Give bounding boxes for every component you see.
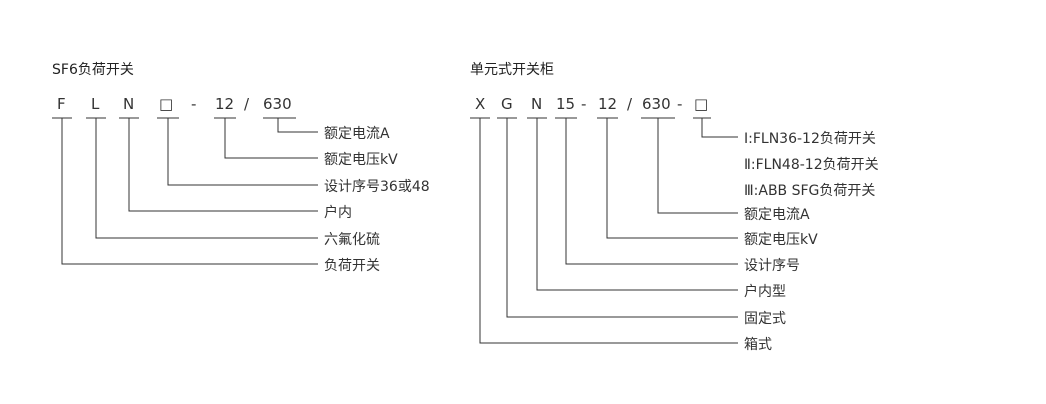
left-code-slash: / — [244, 95, 250, 113]
left-code-f: F — [57, 95, 66, 113]
left-code-12: 12 — [215, 95, 235, 113]
right-code-630: 630 — [642, 95, 671, 113]
right-label-switch-type-2: Ⅱ:FLN48-12负荷开关 — [744, 157, 879, 173]
leader-left-sf6 — [95, 118, 318, 239]
leader-left-design — [167, 118, 318, 186]
leader-right-indoor — [536, 118, 738, 291]
leader-left-loadswitch — [61, 118, 318, 265]
left-label-design-no: 设计序号36或48 — [324, 179, 430, 195]
right-code-type-box: □ — [694, 95, 709, 113]
leader-right-current — [657, 118, 738, 214]
left-label-load-switch: 负荷开关 — [324, 258, 380, 274]
right-label-design-no: 设计序号 — [744, 258, 800, 274]
left-code-630: 630 — [263, 95, 292, 113]
right-label-rated-voltage: 额定电压kV — [744, 232, 818, 248]
left-label-sf6: 六氟化硫 — [324, 232, 380, 248]
right-label-box-type: 箱式 — [744, 337, 772, 353]
left-label-indoor: 户内 — [324, 205, 352, 221]
right-label-switch-type-1: Ⅰ:FLN36-12负荷开关 — [744, 131, 876, 147]
right-code-n: N — [531, 95, 543, 113]
left-code-l: L — [91, 95, 100, 113]
right-code-dash2: - — [677, 95, 683, 113]
right-title: 单元式开关柜 — [470, 62, 554, 78]
left-code-dash: - — [191, 95, 197, 113]
leader-right-design — [565, 118, 738, 265]
left-title: SF6负荷开关 — [52, 62, 134, 78]
left-label-rated-voltage: 额定电压kV — [324, 152, 398, 168]
leader-right-voltage — [606, 118, 738, 239]
leader-right-box — [479, 118, 738, 344]
left-label-rated-current: 额定电流A — [324, 126, 390, 142]
left-code-n: N — [123, 95, 135, 113]
right-code-15: 15 — [556, 95, 576, 113]
right-code-g: G — [501, 95, 513, 113]
leader-left-indoor — [128, 118, 318, 212]
leader-left-current — [277, 118, 318, 133]
leader-right-switch-types — [701, 118, 738, 138]
right-label-fixed-type: 固定式 — [744, 311, 786, 327]
leader-right-fixed — [506, 118, 738, 318]
right-label-rated-current: 额定电流A — [744, 207, 810, 223]
right-code-slash: / — [627, 95, 633, 113]
leader-left-voltage — [224, 118, 318, 159]
left-code-design-box: □ — [159, 95, 174, 113]
right-code-dash1: - — [581, 95, 587, 113]
right-code-x: X — [475, 95, 486, 113]
right-code-12: 12 — [598, 95, 618, 113]
right-label-switch-type-3: Ⅲ:ABB SFG负荷开关 — [744, 183, 876, 199]
right-label-indoor-type: 户内型 — [744, 284, 786, 300]
